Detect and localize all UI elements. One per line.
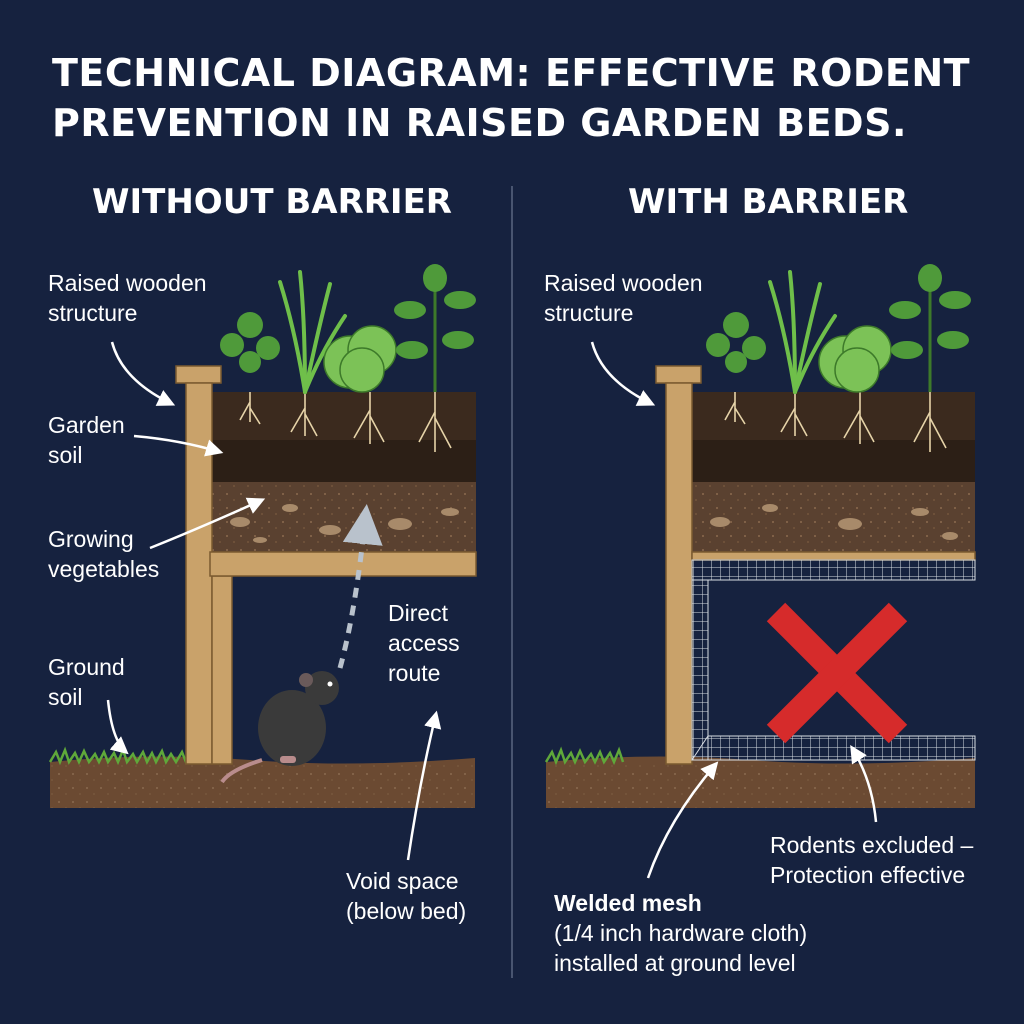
ground-soil-pointer — [106, 699, 129, 755]
void-space-label: Void space (below bed) — [346, 868, 467, 924]
exclusion-cross — [766, 602, 908, 744]
mesh-side-wall — [691, 579, 709, 761]
garden-soil-pointer — [133, 434, 224, 457]
vegetables-label: Growing vegetables — [48, 526, 160, 582]
right-grass — [544, 746, 625, 766]
mesh-label: Welded mesh (1/4 inch hardware cloth) in… — [554, 890, 808, 976]
mesh-label-title: Welded mesh — [554, 890, 702, 916]
right-bed-illustration — [544, 264, 976, 808]
void-space-pointer — [406, 710, 442, 861]
ground-soil-label: Ground soil — [48, 654, 125, 710]
title-line-1: TECHNICAL DIAGRAM: EFFECTIVE RODENT — [52, 51, 971, 95]
mesh-under-bed — [691, 559, 976, 581]
rodent-figure — [220, 671, 339, 784]
excluded-label: Rodents excluded – Protection effective — [770, 832, 974, 888]
left-panel-heading: WITHOUT BARRIER — [92, 182, 452, 222]
page-title: TECHNICAL DIAGRAM: EFFECTIVE RODENT PREV… — [52, 48, 992, 148]
right-structure-pointer — [590, 341, 656, 406]
right-panel-heading: WITH BARRIER — [628, 182, 909, 222]
mesh-ground-layer — [691, 735, 976, 761]
excluded-pointer — [850, 745, 878, 823]
left-structure-pointer — [110, 341, 176, 406]
right-structure-label: Raised wooden structure — [544, 270, 703, 326]
title-line-2: PREVENTION IN RAISED GARDEN BEDS. — [52, 101, 907, 145]
right-wooden-post — [665, 382, 693, 765]
mesh-pointer — [646, 761, 719, 879]
right-vegetables — [706, 264, 971, 394]
left-structure-label: Raised wooden structure — [48, 270, 207, 326]
access-route-label: Direct access route — [388, 600, 460, 686]
left-wooden-post — [185, 382, 213, 765]
left-base-board — [209, 551, 477, 577]
vegetables-pointer — [149, 497, 266, 550]
garden-soil-label: Garden soil — [48, 412, 125, 468]
left-vegetables — [220, 264, 476, 394]
